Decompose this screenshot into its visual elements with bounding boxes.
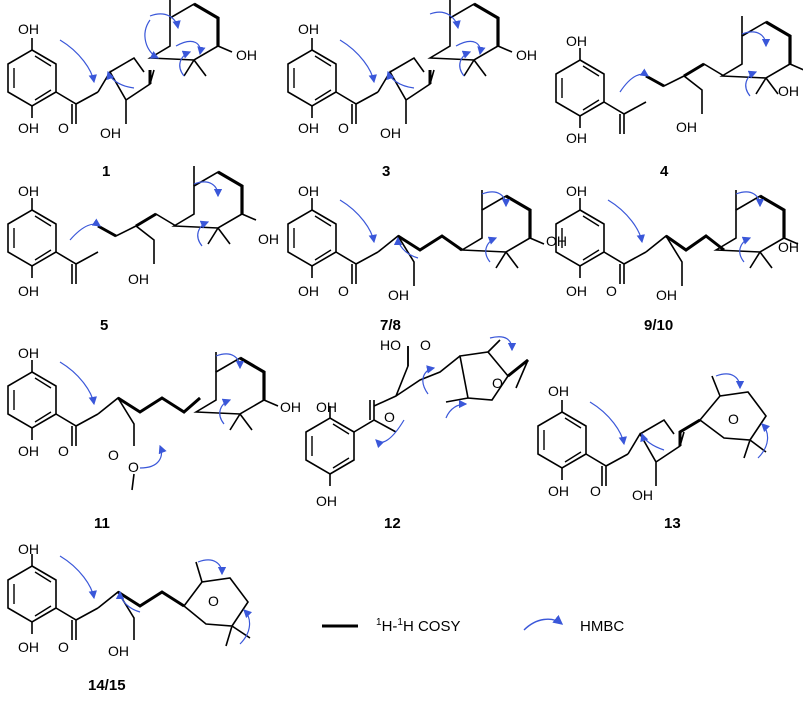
oh-atom: OH bbox=[566, 130, 587, 146]
oh-atom: OH bbox=[18, 345, 39, 361]
compound-number: 1 bbox=[102, 163, 110, 180]
oh-atom: OH bbox=[566, 183, 587, 199]
compound-number: 9/10 bbox=[644, 317, 673, 334]
oh-atom: OH bbox=[298, 183, 319, 199]
acid-atom: OH bbox=[128, 271, 149, 287]
compound-3: OH OH O OH OH 3 bbox=[287, 0, 537, 180]
acid-atom: OH bbox=[388, 287, 409, 303]
cosy-legend-label: 1H-1H COSY bbox=[376, 617, 460, 635]
compound-number: 13 bbox=[664, 515, 681, 532]
compound-number: 3 bbox=[382, 163, 390, 180]
ring-o-atom: O bbox=[208, 593, 219, 609]
compound-number: 14/15 bbox=[88, 677, 126, 694]
compound-14-15: OH OH O OH O 14/15 bbox=[7, 541, 253, 694]
oh-atom: OH bbox=[516, 47, 537, 63]
oh-atom: OH bbox=[778, 239, 799, 255]
oh-atom: OH bbox=[18, 21, 39, 37]
acid-atom: OH bbox=[632, 487, 653, 503]
o-atom: O bbox=[384, 409, 395, 425]
oh-atom: OH bbox=[298, 21, 319, 37]
oh-atom: OH bbox=[280, 399, 301, 415]
compound-number: 12 bbox=[384, 515, 401, 532]
compound-1: OH OH O OH OH 1 bbox=[7, 0, 257, 180]
o-atom: O bbox=[58, 120, 69, 136]
o-atom: O bbox=[338, 283, 349, 299]
compound-number: 4 bbox=[660, 163, 669, 180]
hmbc-legend-arrow bbox=[523, 614, 564, 631]
hmbc-legend-label: HMBC bbox=[580, 618, 624, 635]
oh-atom: OH bbox=[566, 283, 587, 299]
acid-atom: O bbox=[108, 447, 119, 463]
compound-number: 11 bbox=[94, 515, 110, 532]
acid-atom: OH bbox=[108, 643, 129, 659]
o-atom: O bbox=[606, 283, 617, 299]
compound-7-8: OH OH O OH OH 7/8 bbox=[287, 183, 567, 334]
oh-atom: OH bbox=[18, 541, 39, 557]
oh-atom: OH bbox=[18, 443, 39, 459]
compound-number: 5 bbox=[100, 317, 108, 334]
ring-o-atom: O bbox=[728, 411, 739, 427]
oh-atom: OH bbox=[18, 283, 39, 299]
oh-atom: OH bbox=[548, 383, 569, 399]
acid-atom: OH bbox=[380, 125, 401, 141]
compound-4: OH OH OH OH 4 bbox=[555, 14, 803, 180]
oh-atom: OH bbox=[316, 399, 337, 415]
acid-atom: OH bbox=[100, 125, 121, 141]
compound-9-10: OH OH O OH OH 9/10 bbox=[555, 183, 800, 334]
oh-atom: OH bbox=[18, 120, 39, 136]
ester-o-atom: O bbox=[128, 459, 139, 475]
oh-atom: OH bbox=[18, 183, 39, 199]
acid-atom: OH bbox=[656, 287, 677, 303]
oh-atom: OH bbox=[298, 283, 319, 299]
compound-11: OH OH O O O OH 11 bbox=[7, 345, 301, 532]
compound-13: OH OH O OH O 13 bbox=[537, 373, 771, 532]
compound-12: OH OH O HO O O 12 bbox=[305, 336, 529, 532]
oh-atom: OH bbox=[236, 47, 257, 63]
oh-atom: OH bbox=[258, 231, 279, 247]
o-atom: O bbox=[590, 483, 601, 499]
oh-atom: OH bbox=[778, 83, 799, 99]
acid-o-atom: O bbox=[420, 337, 431, 353]
oh-atom: OH bbox=[566, 33, 587, 49]
oh-atom: OH bbox=[298, 120, 319, 136]
oh-atom: OH bbox=[548, 483, 569, 499]
acid-ho-atom: HO bbox=[380, 337, 401, 353]
o-atom: O bbox=[58, 443, 69, 459]
ring-o-atom: O bbox=[492, 375, 503, 391]
o-atom: O bbox=[58, 639, 69, 655]
compound-number: 7/8 bbox=[380, 317, 401, 334]
legend: 1H-1H COSY HMBC bbox=[322, 614, 624, 635]
o-atom: O bbox=[338, 120, 349, 136]
acid-atom: OH bbox=[676, 119, 697, 135]
compound-5: OH OH OH OH 5 bbox=[7, 164, 279, 334]
oh-atom: OH bbox=[316, 493, 337, 509]
oh-atom: OH bbox=[18, 639, 39, 655]
